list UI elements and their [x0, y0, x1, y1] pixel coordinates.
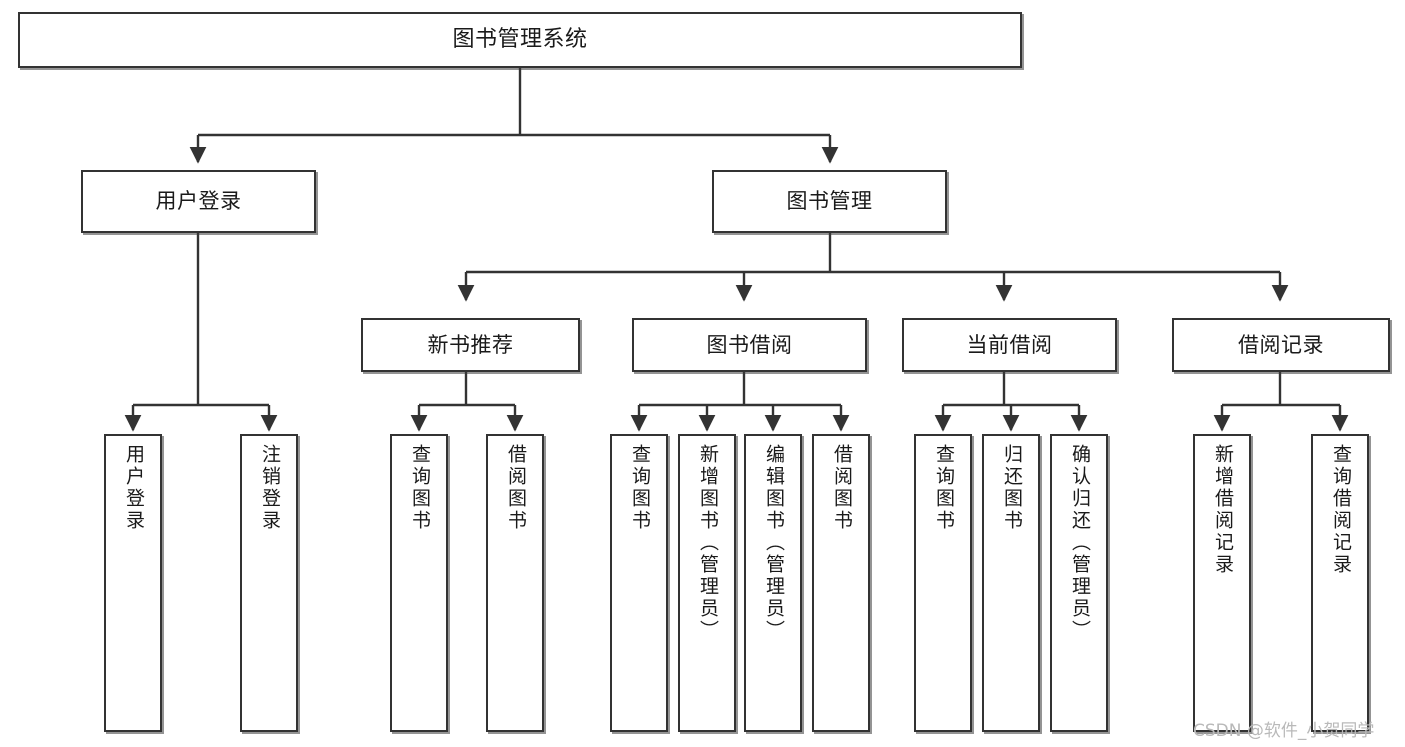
- leaf-query-books-borrowing[interactable]: 查询图书: [610, 434, 668, 732]
- node-label: 归还图书: [1000, 444, 1023, 532]
- leaf-borrow-books-borrowing[interactable]: 借阅图书: [812, 434, 870, 732]
- node-label: 查询借阅记录: [1329, 444, 1352, 576]
- node-label: 图书管理: [786, 189, 873, 214]
- node-label: 查询图书: [408, 444, 431, 532]
- node-label: 借阅图书: [504, 444, 527, 532]
- node-label: 图书管理系统: [452, 27, 588, 53]
- node-book-borrowing[interactable]: 图书借阅: [632, 318, 867, 372]
- leaf-edit-book-admin[interactable]: 编辑图书（管理员）: [744, 434, 802, 732]
- node-label: 用户登录: [155, 189, 242, 214]
- leaf-query-books-recommendation[interactable]: 查询图书: [390, 434, 448, 732]
- node-borrowing-records[interactable]: 借阅记录: [1172, 318, 1390, 372]
- node-label: 借阅图书: [830, 444, 853, 532]
- leaf-return-books[interactable]: 归还图书: [982, 434, 1040, 732]
- leaf-add-book-admin[interactable]: 新增图书（管理员）: [678, 434, 736, 732]
- node-book-management[interactable]: 图书管理: [712, 170, 947, 233]
- leaf-query-books-current[interactable]: 查询图书: [914, 434, 972, 732]
- csdn-watermark: CSDN @软件_小贺同学: [1193, 721, 1375, 741]
- node-label: 借阅记录: [1238, 332, 1324, 357]
- node-new-book-recommendation[interactable]: 新书推荐: [361, 318, 580, 372]
- node-label: 新书推荐: [427, 332, 514, 357]
- node-label: 新增借阅记录: [1211, 444, 1234, 576]
- leaf-add-borrowing-record[interactable]: 新增借阅记录: [1193, 434, 1251, 732]
- node-label: 查询图书: [628, 444, 651, 532]
- node-label: 图书借阅: [706, 332, 793, 357]
- node-label: 查询图书: [932, 444, 955, 532]
- node-label: 注销登录: [258, 444, 281, 532]
- leaf-user-login[interactable]: 用户登录: [104, 434, 162, 732]
- node-user-login[interactable]: 用户登录: [81, 170, 316, 233]
- node-current-borrowing[interactable]: 当前借阅: [902, 318, 1117, 372]
- node-label: 编辑图书（管理员）: [762, 444, 785, 642]
- leaf-confirm-return-admin[interactable]: 确认归还（管理员）: [1050, 434, 1108, 732]
- leaf-borrow-books-recommendation[interactable]: 借阅图书: [486, 434, 544, 732]
- leaf-logout[interactable]: 注销登录: [240, 434, 298, 732]
- leaf-query-borrowing-record[interactable]: 查询借阅记录: [1311, 434, 1369, 732]
- node-label: 用户登录: [122, 444, 145, 532]
- node-root-book-management-system[interactable]: 图书管理系统: [18, 12, 1022, 68]
- node-label: 当前借阅: [966, 332, 1053, 357]
- node-label: 确认归还（管理员）: [1068, 444, 1091, 642]
- node-label: 新增图书（管理员）: [696, 444, 719, 642]
